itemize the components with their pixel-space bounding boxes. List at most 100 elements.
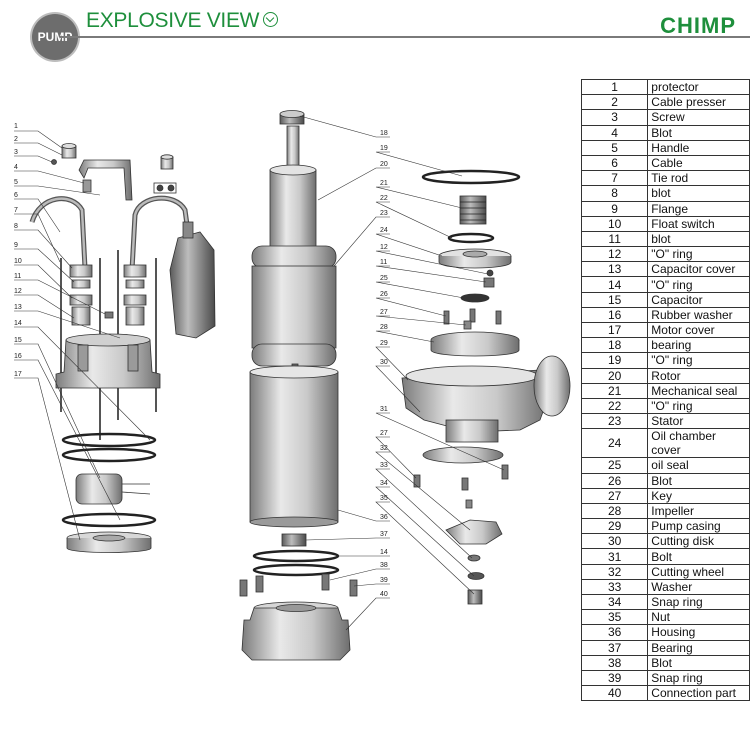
callout-number: 36 [380, 514, 388, 521]
part-name: Rotor [647, 367, 750, 384]
center-assembly [239, 110, 358, 661]
part-name: Capacitor cover [647, 261, 750, 278]
part-number: 2 [580, 94, 649, 111]
callout-number: 35 [380, 495, 388, 502]
part-number: 36 [580, 624, 649, 641]
callout-number: 13 [14, 304, 22, 311]
part-number: 1 [580, 78, 649, 96]
part-name: blot [647, 230, 750, 248]
part-name: "O" ring [647, 397, 750, 415]
part-name: Washer [647, 578, 750, 596]
part-number: 29 [580, 518, 649, 535]
table-row: 19"O" ring [580, 352, 750, 369]
callout-number: 15 [14, 337, 22, 344]
part-name: Blot [647, 654, 750, 671]
callout-number: 27 [380, 309, 388, 316]
oil-seal-part [460, 293, 490, 303]
callout-number: 14 [380, 549, 388, 556]
connection-part-part [241, 607, 351, 661]
motor-cover-part [55, 339, 161, 389]
page-title-text: EXPLOSIVE VIEW [86, 9, 260, 32]
callout-number: 9 [14, 242, 18, 249]
callout-number: 3 [14, 149, 18, 156]
callout-number: 34 [380, 480, 388, 487]
part-name: Impeller [647, 502, 750, 520]
callout-number: 11 [380, 259, 387, 266]
part-name: Motor cover [647, 321, 750, 339]
chevron-down-circle-icon [263, 11, 279, 27]
callout-number: 4 [14, 164, 18, 171]
mechanical-seal-part [459, 195, 487, 225]
cutting-disk-part [422, 446, 504, 464]
part-number: 28 [580, 502, 649, 520]
stator-part [251, 245, 337, 269]
brand-logo: CHIMP [660, 13, 736, 38]
callout-number: 6 [14, 192, 18, 199]
part-name: oil seal [647, 457, 750, 474]
callout-number: 38 [380, 562, 388, 569]
part-number: 20 [580, 367, 649, 384]
left-callout-numbers: 1 2 3 4 5 6 7 8 9 10 11 12 13 14 15 16 1… [14, 123, 22, 378]
part-number: 12 [580, 246, 649, 263]
callout-number: 32 [380, 445, 388, 452]
callout-number: 19 [380, 145, 388, 152]
callout-number: 30 [380, 359, 388, 366]
page-title: EXPLOSIVE VIEW [86, 9, 279, 33]
callout-number: 33 [380, 462, 388, 469]
right-assembly [401, 169, 571, 605]
table-row: 14"O" ring [580, 276, 750, 293]
handle-part [78, 159, 133, 201]
part-number: 33 [580, 578, 649, 596]
callout-number: 39 [380, 577, 388, 584]
callout-number: 5 [14, 179, 18, 186]
part-number: 11 [580, 230, 649, 248]
part-number: 9 [580, 200, 649, 217]
part-number: 14 [580, 276, 649, 293]
part-name: Cutting wheel [647, 563, 750, 580]
page-header: PUMP EXPLOSIVE VIEW CHIMP [0, 0, 750, 60]
part-name: "O" ring [647, 246, 750, 263]
float-switch-part [169, 231, 216, 339]
callout-number: 16 [14, 353, 22, 360]
nut-part [467, 589, 483, 605]
part-name: Pump casing [647, 518, 750, 535]
part-number: 10 [580, 215, 649, 232]
part-number: 34 [580, 593, 649, 611]
part-name: Rubber washer [647, 306, 750, 324]
callout-number: 26 [380, 291, 388, 298]
callout-number: 11 [14, 273, 21, 280]
housing-part [249, 371, 339, 523]
part-number: 37 [580, 639, 649, 656]
callout-number: 2 [14, 136, 18, 143]
part-number: 24 [580, 428, 649, 459]
callout-number: 25 [380, 275, 388, 282]
part-name: Connection part [647, 685, 750, 702]
cutting-wheel-part [445, 519, 503, 545]
part-number: 8 [580, 185, 649, 202]
part-number: 39 [580, 669, 649, 687]
part-name: Bearing [647, 639, 750, 656]
callout-number: 37 [380, 531, 388, 538]
part-name: protector [647, 78, 750, 96]
rotor-part [269, 169, 317, 251]
left-assembly [29, 143, 216, 553]
